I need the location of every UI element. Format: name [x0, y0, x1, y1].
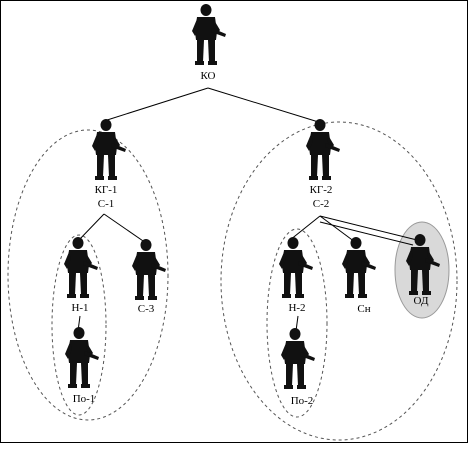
label-po1: По-1	[73, 393, 96, 405]
label-po2: По-2	[291, 395, 314, 407]
label-od: ОД	[414, 295, 429, 307]
group-1-outline	[7, 129, 169, 421]
label-ko: КО	[200, 70, 215, 82]
soldier-s3-icon	[132, 239, 166, 300]
soldier-sn-icon	[342, 237, 376, 298]
soldier-kg1-icon	[92, 119, 126, 180]
connector-lines	[77, 87, 418, 332]
link-kg1-n1	[77, 213, 105, 242]
soldier-n1-icon	[64, 237, 98, 298]
label-s3: С-3	[138, 303, 155, 315]
link-kg2-sn	[319, 215, 356, 243]
link-kg2-n2	[289, 215, 321, 241]
soldier-n2-icon	[279, 237, 313, 298]
link-kg1-s3	[103, 213, 147, 244]
link-kg2-od-lower	[319, 221, 414, 246]
soldier-ko-icon	[192, 4, 226, 65]
label-kg2-line1: КГ-2	[310, 184, 333, 196]
label-sn: Сн	[357, 303, 370, 315]
link-ko-kg1	[103, 87, 209, 122]
label-kg1-line1: КГ-1	[95, 184, 118, 196]
label-n1: Н-1	[71, 302, 88, 314]
soldier-po1-icon	[65, 327, 99, 388]
soldier-po2-icon	[281, 328, 315, 389]
group-2-outline	[220, 121, 458, 441]
subgroup-n2-outline	[266, 228, 328, 418]
link-ko-kg2	[207, 87, 326, 125]
link-kg2-od-upper	[319, 215, 418, 241]
label-kg2-line2: С-2	[313, 198, 330, 210]
soldier-kg2-icon	[306, 119, 340, 180]
label-n2: Н-2	[288, 302, 305, 314]
subgroup-n1-outline	[51, 234, 107, 416]
label-kg1-line2: С-1	[98, 198, 115, 210]
